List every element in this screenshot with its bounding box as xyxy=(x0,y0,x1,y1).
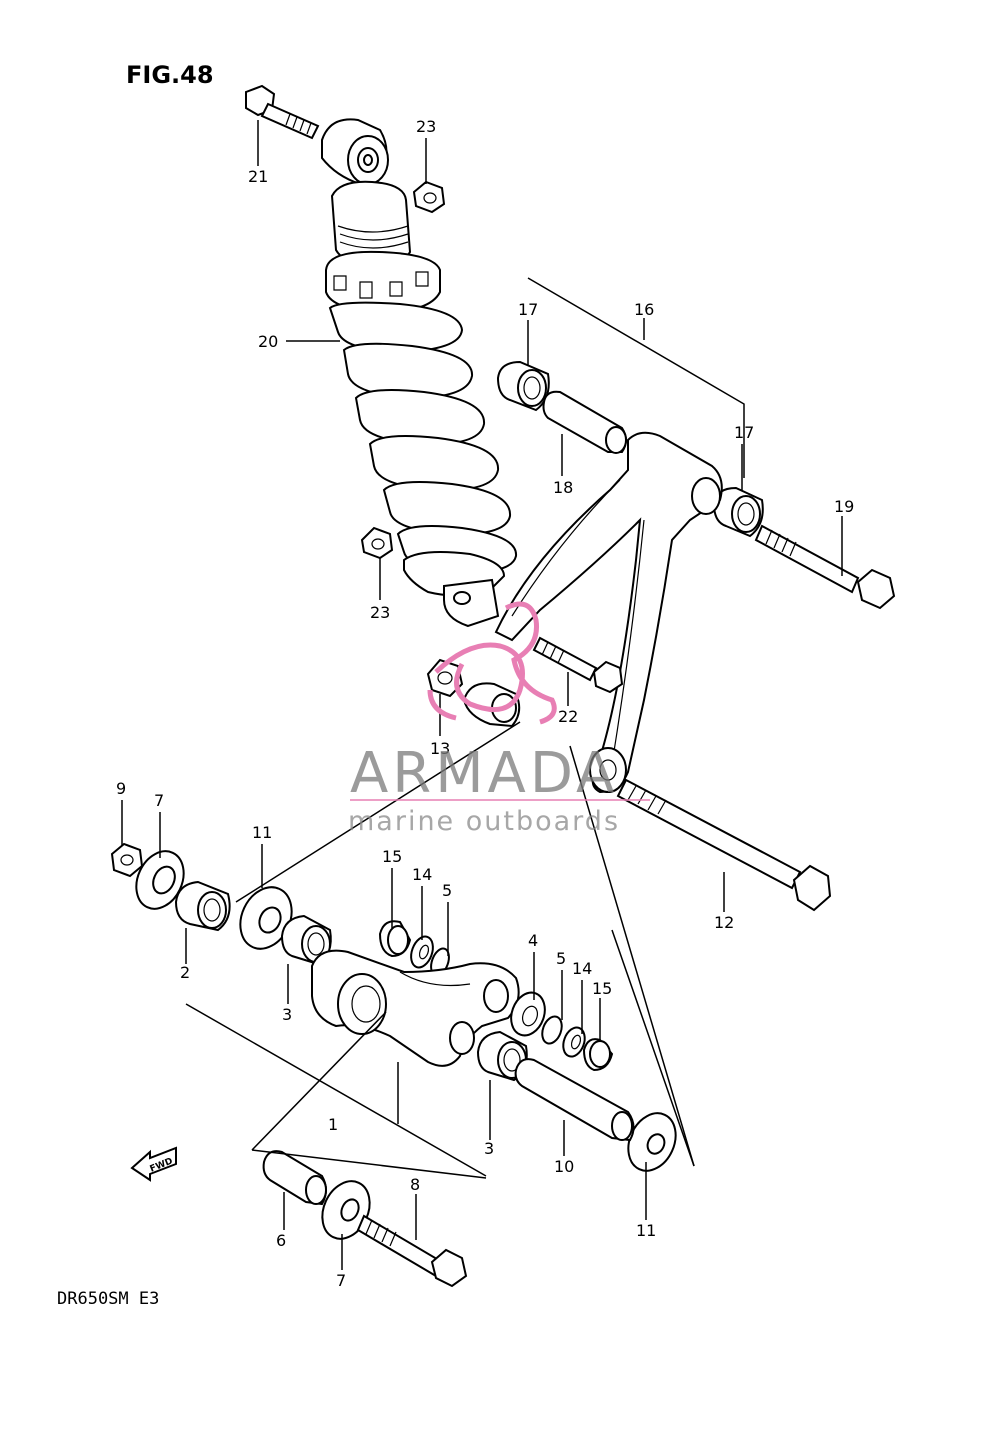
part-19-bolt xyxy=(754,524,896,610)
part-5-seal-lower xyxy=(541,1015,563,1045)
callout-4: 4 xyxy=(528,931,538,950)
part-7-washer-upper xyxy=(135,850,185,910)
part-15-cap-upper xyxy=(378,920,412,958)
part-4-bearing xyxy=(510,991,546,1037)
callout-15-upper: 15 xyxy=(382,847,402,866)
part-6-spacer xyxy=(262,1150,327,1206)
callout-15-lower: 15 xyxy=(592,979,612,998)
callout-9: 9 xyxy=(116,779,126,798)
part-22-bolt xyxy=(532,636,624,694)
shock-link-eye xyxy=(462,682,521,728)
part-18-spacer xyxy=(542,390,627,454)
part-15-cap-lower xyxy=(582,1038,614,1072)
callout-1: 1 xyxy=(328,1115,338,1134)
callout-8: 8 xyxy=(410,1175,420,1194)
callouts: 21 23 20 17 16 17 18 19 23 22 13 12 9 7 … xyxy=(116,117,854,1290)
callout-2: 2 xyxy=(180,963,190,982)
callout-22: 22 xyxy=(558,707,578,726)
fwd-arrow-icon: FWD xyxy=(130,1146,177,1182)
part-2-bearing xyxy=(174,880,231,932)
part-9-nut xyxy=(110,842,144,878)
callout-3-upper: 3 xyxy=(282,1005,292,1024)
part-23-nut-upper xyxy=(412,180,446,214)
callout-16: 16 xyxy=(634,300,654,319)
part-14-washer-lower xyxy=(562,1026,586,1058)
callout-6: 6 xyxy=(276,1231,286,1250)
callout-13: 13 xyxy=(430,739,450,758)
callout-3-lower: 3 xyxy=(484,1139,494,1158)
callout-19: 19 xyxy=(834,497,854,516)
part-20-shock-absorber xyxy=(321,118,518,628)
part-16-cushion-rod xyxy=(494,431,723,794)
watermark-brand: ARMADA xyxy=(350,741,618,806)
figure-title: FIG.48 xyxy=(126,61,214,89)
leader-lines xyxy=(121,120,843,1270)
watermark-tagline: marine outboards xyxy=(348,806,620,837)
callout-7-lower: 7 xyxy=(336,1271,346,1290)
callout-14-upper: 14 xyxy=(412,865,432,884)
part-1-cushion-lever xyxy=(311,949,520,1067)
watermark: ARMADA marine outboards xyxy=(348,601,650,837)
part-10-spacer xyxy=(514,1058,635,1142)
part-14-washer-upper xyxy=(410,935,434,969)
callout-20: 20 xyxy=(258,332,278,351)
part-11-washer-lower xyxy=(627,1112,677,1172)
callout-18: 18 xyxy=(553,478,573,497)
callout-5-lower: 5 xyxy=(556,949,566,968)
watermark-logo-icon xyxy=(427,601,557,725)
part-17-bushing-left xyxy=(496,360,550,412)
part-12-bolt xyxy=(616,778,832,912)
callout-12: 12 xyxy=(714,913,734,932)
part-23-nut-lower xyxy=(360,526,394,560)
callout-7-upper: 7 xyxy=(154,791,164,810)
part-8-bolt xyxy=(356,1214,468,1288)
callout-14-lower: 14 xyxy=(572,959,592,978)
assembly-lines xyxy=(185,277,745,1179)
model-code: DR650SM E3 xyxy=(57,1289,159,1309)
callout-17-right: 17 xyxy=(734,423,754,442)
callout-17-left: 17 xyxy=(518,300,538,319)
callout-21: 21 xyxy=(248,167,268,186)
callout-23-upper: 23 xyxy=(416,117,436,136)
callout-23-lower: 23 xyxy=(370,603,390,622)
callout-5-upper: 5 xyxy=(442,881,452,900)
callout-11-upper: 11 xyxy=(252,823,272,842)
part-21-bolt xyxy=(245,84,320,140)
callout-11-lower: 11 xyxy=(636,1221,656,1240)
callout-10: 10 xyxy=(554,1157,574,1176)
